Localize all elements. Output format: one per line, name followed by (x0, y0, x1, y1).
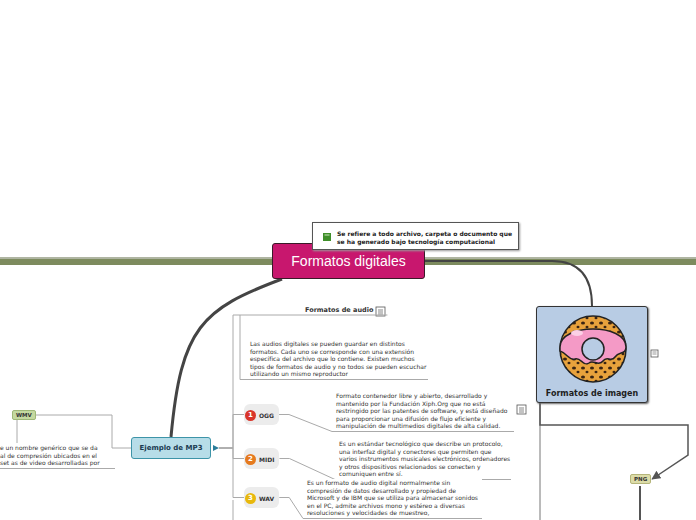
callout-number: 1 (245, 410, 256, 421)
node-label: Se refiere a todo archivo, carpeta o doc… (337, 230, 512, 246)
node-label: WMV (16, 412, 32, 418)
branch-line (233, 500, 234, 520)
donut-illustration (553, 311, 633, 387)
subtopic-label: Formatos de audio (305, 306, 373, 314)
collapse-arrow (213, 445, 219, 451)
topic-description: Las audios digitales se pueden guardar e… (250, 340, 428, 378)
topic-description: e un nombre genérico que se da al de com… (0, 444, 100, 467)
description-text: Formato contenedor libre y abierto, desa… (336, 392, 514, 430)
connector (0, 420, 115, 469)
note-icon (517, 405, 526, 414)
connector (219, 448, 244, 498)
note-icon (322, 232, 332, 242)
note-box: Se refiere a todo archivo, carpeta o doc… (312, 222, 519, 250)
callout-number: 2 (245, 454, 256, 465)
node-label: PNG (634, 476, 647, 482)
connector (219, 415, 244, 449)
connector (240, 315, 428, 380)
format-item: 2MIDI (244, 448, 279, 469)
format-item: 1OGG (244, 404, 279, 425)
connector (540, 403, 688, 479)
description-text: Es un estándar tecnológico que describe … (339, 440, 511, 478)
branch-line (639, 486, 641, 520)
format-item: 3WAV (244, 487, 279, 508)
image-topic: Formatos de imagen (536, 306, 648, 403)
format-tag: PNG (630, 474, 651, 484)
description-text: e un nombre genérico que se da al de com… (0, 444, 100, 467)
connector (425, 261, 592, 306)
node-label: Formatos de audio (305, 306, 373, 314)
topic-description: Formato contenedor libre y abierto, desa… (336, 392, 514, 430)
description-text: Es un formato de audio digital normalmen… (307, 479, 482, 517)
format-name: MIDI (259, 456, 274, 463)
node-label: Formatos de imagen (546, 389, 638, 398)
format-name: OGG (259, 412, 274, 419)
format-tag: WMV (12, 410, 36, 420)
example-box: Ejemplo de MP3 (131, 437, 211, 459)
node-label: Formatos digitales (291, 253, 405, 269)
connector (219, 448, 244, 459)
note-icon (651, 350, 658, 357)
format-name: WAV (259, 495, 274, 502)
callout-number: 3 (245, 493, 256, 504)
topic-description: Es un estándar tecnológico que describe … (339, 440, 511, 478)
node-label: Ejemplo de MP3 (139, 444, 202, 452)
topic-description: Es un formato de audio digital normalmen… (307, 479, 482, 517)
description-text: Las audios digitales se pueden guardar e… (250, 340, 428, 378)
